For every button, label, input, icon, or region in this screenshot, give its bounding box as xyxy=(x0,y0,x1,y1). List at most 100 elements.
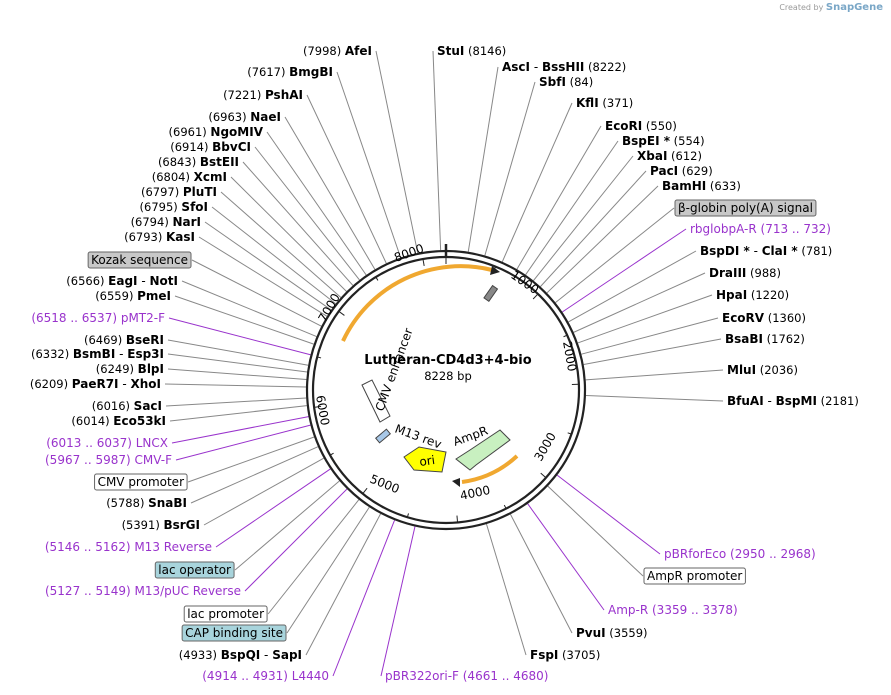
connector-line xyxy=(561,228,687,313)
inner-text: CMV enhancer M13 rev AmpR ori xyxy=(373,326,490,469)
enzyme-site-nari: (6794) NarI xyxy=(131,215,201,229)
enzyme-name-2: BssHII xyxy=(542,60,584,74)
enzyme-site-pvui: PvuI (3559) xyxy=(576,626,648,640)
enzyme-name: EagI xyxy=(108,274,137,288)
site-position: (6914) xyxy=(170,140,212,154)
left-label-23: (5967 .. 5987) CMV-F xyxy=(45,453,172,467)
primer-label-rbglobpa-r: rbglobpA-R (713 .. 732) xyxy=(690,222,831,236)
separator: - xyxy=(138,274,150,288)
enzyme-name: PacI xyxy=(650,164,678,178)
connector-line xyxy=(267,499,360,615)
enzyme-name: KflI xyxy=(576,96,599,110)
connector-line xyxy=(432,50,442,251)
connector-line xyxy=(167,339,309,366)
enzyme-site-pluti: (6797) PluTI xyxy=(141,185,217,199)
site-position: (781) xyxy=(798,244,833,258)
enzyme-name: XbaI xyxy=(637,149,667,163)
inner-features xyxy=(361,284,511,473)
site-position: (6793) xyxy=(124,230,166,244)
right-label-21: PvuI (3559) xyxy=(576,626,648,640)
site-position: (6843) xyxy=(158,155,200,169)
connector-line xyxy=(306,94,387,264)
primer-label-pmt2-f: (6518 .. 6537) pMT2-F xyxy=(31,311,165,325)
primer-label-cmv-f: (5967 .. 5987) CMV-F xyxy=(45,453,172,467)
enzyme-name-2: NotI xyxy=(150,274,179,288)
left-label-4: (6961) NgoMIV xyxy=(169,125,264,139)
connector-line xyxy=(573,272,706,333)
feature-label-cmv-promoter: CMV promoter xyxy=(98,475,185,489)
connector-line xyxy=(284,116,376,270)
connector-lines xyxy=(164,50,724,677)
enzyme-site-ecorv: EcoRV (1360) xyxy=(722,311,806,325)
site-position: (1762) xyxy=(763,332,805,346)
connector-line xyxy=(585,395,724,402)
right-label-22: FspI (3705) xyxy=(530,648,600,662)
connector-line xyxy=(380,526,416,677)
connector-line xyxy=(501,102,573,263)
connector-line xyxy=(568,250,697,323)
enzyme-name: AfeI xyxy=(345,44,372,58)
feature-label-ampr-promoter: AmpR promoter xyxy=(647,569,742,583)
tick-label-4000: 4000 xyxy=(459,483,492,503)
enzyme-name-2: SapI xyxy=(272,648,302,662)
left-label-32: (4933) BspQI - SapI xyxy=(179,648,302,662)
enzyme-site-bsabi: BsaBI (1762) xyxy=(725,332,805,346)
connector-line xyxy=(583,338,722,365)
site-position: (5391) xyxy=(122,518,164,532)
site-position: (3559) xyxy=(606,626,648,640)
left-label-0: (7998) AfeI xyxy=(303,44,372,58)
site-position: (6963) xyxy=(208,110,250,124)
connector-line xyxy=(516,125,602,270)
primer-range: (2950 .. 2968) xyxy=(730,547,816,561)
enzyme-site-ngomiv: (6961) NgoMIV xyxy=(169,125,264,139)
connector-line xyxy=(220,191,342,298)
left-label-12: Kozak sequence xyxy=(87,251,192,269)
feature-box xyxy=(94,473,188,491)
enzyme-name: HpaI xyxy=(716,288,747,302)
enzyme-site-hpai: HpaI (1220) xyxy=(716,288,789,302)
enzyme-name: PmeI xyxy=(137,289,171,303)
site-position: (6209) xyxy=(30,377,72,391)
site-position: (4933) xyxy=(179,648,221,662)
left-label-3: (6963) NaeI xyxy=(208,110,281,124)
feature-label-lac-promoter: lac promoter xyxy=(187,607,264,621)
enzyme-site-paci: PacI (629) xyxy=(650,164,713,178)
enzyme-name: PluTI xyxy=(183,185,217,199)
left-label-29: (5127 .. 5149) M13/pUC Reverse xyxy=(45,584,241,598)
enzyme-site-bseri: (6469) BseRI xyxy=(84,333,164,347)
feature-label-cap-binding-site: CAP binding site xyxy=(185,626,283,640)
enzyme-site-ecori: EcoRI (550) xyxy=(605,119,677,133)
left-label-8: (6797) PluTI xyxy=(141,185,217,199)
plasmid-name: Lutheran-CD4d3+4-bio xyxy=(364,353,531,368)
connector-line xyxy=(164,383,307,388)
site-position: (84) xyxy=(566,75,593,89)
primer-name: LNCX xyxy=(136,436,168,450)
primer-name: pMT2-F xyxy=(121,311,165,325)
left-label-column: (7998) AfeI(7617) BmgBI(7221) PshAI(6963… xyxy=(30,44,372,683)
ring-tick xyxy=(563,334,568,338)
connector-line xyxy=(198,236,328,317)
primer-label-amp-r: Amp-R (3359 .. 3378) xyxy=(608,603,738,617)
enzyme-name: PshAI xyxy=(265,88,303,102)
enzyme-site-bspdi: BspDI * - ClaI * (781) xyxy=(700,244,832,258)
site-position: (7221) xyxy=(223,88,265,102)
enzyme-name: SnaBI xyxy=(148,496,187,510)
enzyme-site-eagi: (6566) EagI - NotI xyxy=(66,274,178,288)
left-label-25: (5788) SnaBI xyxy=(106,496,187,510)
feature-box xyxy=(643,567,746,585)
site-position: (8222) xyxy=(584,60,626,74)
connector-line xyxy=(286,506,370,634)
right-label-16: MluI (2036) xyxy=(727,363,798,377)
ring-tick xyxy=(503,504,507,509)
enzyme-name: NarI xyxy=(172,215,201,229)
connector-line xyxy=(525,140,619,276)
connector-line xyxy=(533,155,634,281)
connector-line xyxy=(577,294,713,344)
site-position: (554) xyxy=(670,134,705,148)
left-label-16: (6469) BseRI xyxy=(84,333,164,347)
primer-name: CMV-F xyxy=(135,453,173,467)
right-label-2: SbfI (84) xyxy=(539,75,593,89)
enzyme-site-afei: (7998) AfeI xyxy=(303,44,372,58)
primer-label-pbr322ori-f: pBR322ori-F (4661 .. 4680) xyxy=(385,669,548,683)
connector-line xyxy=(556,474,661,555)
